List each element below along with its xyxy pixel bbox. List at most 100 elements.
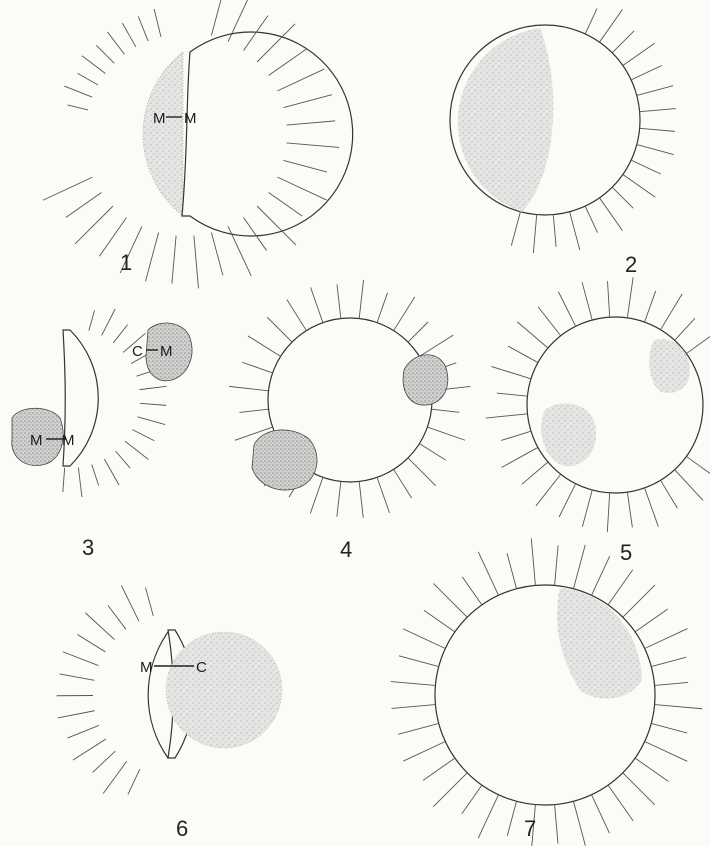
spine <box>555 545 559 585</box>
figure-number-1: 1 <box>120 250 132 276</box>
spine <box>108 605 126 629</box>
spine <box>533 215 536 253</box>
spine <box>359 280 363 319</box>
spine <box>154 9 161 37</box>
spine <box>675 318 695 340</box>
figure-number-3: 3 <box>82 535 94 561</box>
spine <box>507 553 517 588</box>
figure-5-stippled-upper <box>649 339 690 393</box>
spine <box>398 723 439 734</box>
spine <box>585 9 597 34</box>
spine <box>573 801 585 845</box>
spine <box>128 769 140 794</box>
spine <box>93 751 116 772</box>
spine <box>229 386 268 390</box>
spine <box>623 773 655 805</box>
figure-5 <box>486 277 710 532</box>
spine <box>403 629 445 649</box>
spine <box>478 552 498 595</box>
spine <box>408 458 436 486</box>
spine <box>478 795 498 839</box>
spine <box>434 773 468 807</box>
figure-1-label-right: M <box>184 110 197 127</box>
spine <box>623 174 655 197</box>
figure-2-stippled-region <box>458 28 553 212</box>
spine <box>607 493 609 532</box>
spine <box>462 577 482 605</box>
figure-number-5: 5 <box>620 540 632 566</box>
figure-6-label-c: C <box>196 659 207 676</box>
spine <box>394 469 412 498</box>
spine <box>573 545 585 589</box>
spine <box>89 310 95 330</box>
spine <box>640 109 676 112</box>
spine <box>85 613 114 640</box>
spine <box>394 297 415 331</box>
spine <box>139 386 166 389</box>
spine <box>599 9 622 42</box>
spine <box>287 299 307 330</box>
spine <box>623 43 655 65</box>
spine <box>140 403 166 405</box>
spine <box>132 430 154 441</box>
spine <box>536 474 561 506</box>
spine <box>267 317 292 342</box>
spine <box>424 610 455 632</box>
spine <box>553 215 556 247</box>
spine <box>113 325 127 343</box>
spine <box>211 233 222 276</box>
spine <box>138 16 148 41</box>
spine <box>486 414 528 418</box>
spine <box>67 725 99 738</box>
spine <box>599 198 622 231</box>
spine <box>508 346 538 362</box>
spine <box>570 212 580 250</box>
spine <box>645 629 688 649</box>
spine <box>239 409 268 412</box>
spine <box>403 741 445 761</box>
spine <box>555 805 558 844</box>
spine <box>75 206 113 244</box>
spine <box>645 488 659 527</box>
spine <box>63 652 99 666</box>
spine <box>43 177 93 200</box>
spine <box>58 711 95 718</box>
spine <box>558 292 575 327</box>
spine <box>675 470 703 501</box>
spine <box>655 705 703 709</box>
spine <box>408 322 428 342</box>
figure-6-label-m: M <box>140 659 153 676</box>
figure-6-spines <box>57 585 154 794</box>
spine <box>427 427 465 440</box>
spine <box>242 362 272 373</box>
figure-2 <box>450 9 676 254</box>
spine <box>172 236 176 284</box>
spine <box>399 656 439 667</box>
spine <box>419 335 453 356</box>
spine <box>591 556 609 595</box>
spine <box>433 583 467 617</box>
figure-number-7: 7 <box>524 816 536 842</box>
figure-1-label-left: M <box>153 110 166 127</box>
figure-4 <box>229 280 470 518</box>
spine <box>146 233 159 282</box>
spine <box>651 723 687 733</box>
figure-3-label-m-lower-right: M <box>62 432 75 449</box>
spine <box>627 492 632 527</box>
figure-3: C M M M <box>12 309 192 497</box>
spine <box>82 56 105 74</box>
spine <box>359 481 363 517</box>
figure-4-cyst-upper <box>403 355 448 405</box>
spine <box>637 86 673 96</box>
figure-number-6: 6 <box>176 816 188 842</box>
figure-number-2: 2 <box>625 252 637 278</box>
spine <box>511 212 520 246</box>
spine <box>502 447 538 467</box>
figure-6-cyst <box>166 632 282 748</box>
spine <box>538 307 561 336</box>
spine <box>66 193 102 218</box>
spine <box>121 585 139 621</box>
spine <box>635 758 668 781</box>
spine <box>122 23 135 47</box>
